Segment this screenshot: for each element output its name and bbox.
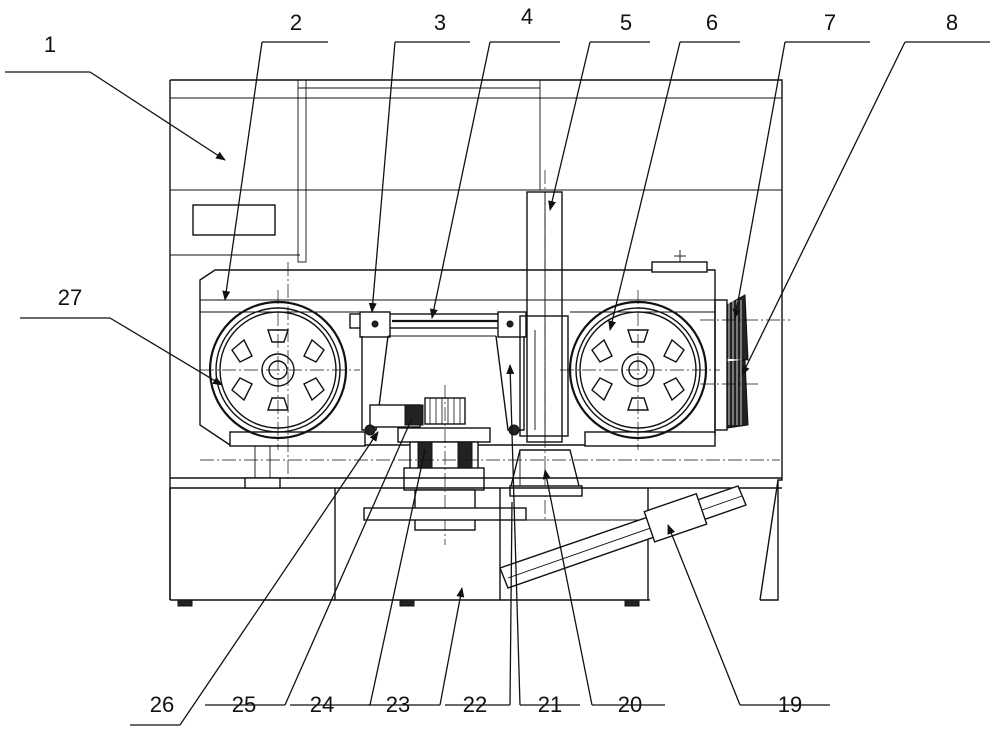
label-3: 3 bbox=[434, 10, 446, 35]
label-22: 22 bbox=[463, 692, 487, 717]
label-5: 5 bbox=[620, 10, 632, 35]
vertical-column bbox=[520, 170, 568, 520]
label-21: 21 bbox=[538, 692, 562, 717]
label-7: 7 bbox=[824, 10, 836, 35]
label-1: 1 bbox=[44, 32, 56, 57]
leader-lines bbox=[5, 42, 990, 725]
label-27: 27 bbox=[58, 285, 82, 310]
chip-conveyor bbox=[500, 486, 746, 588]
label-24: 24 bbox=[310, 692, 334, 717]
label-25: 25 bbox=[232, 692, 256, 717]
label-4: 4 bbox=[521, 4, 533, 29]
label-19: 19 bbox=[778, 692, 802, 717]
label-26: 26 bbox=[150, 692, 174, 717]
label-2: 2 bbox=[290, 10, 302, 35]
label-8: 8 bbox=[946, 10, 958, 35]
drive-pulleys bbox=[700, 295, 790, 430]
label-20: 20 bbox=[618, 692, 642, 717]
label-6: 6 bbox=[706, 10, 718, 35]
right-saw-wheel bbox=[560, 290, 720, 450]
clamp-assembly bbox=[364, 385, 526, 545]
left-saw-wheel bbox=[200, 290, 360, 450]
label-23: 23 bbox=[386, 692, 410, 717]
